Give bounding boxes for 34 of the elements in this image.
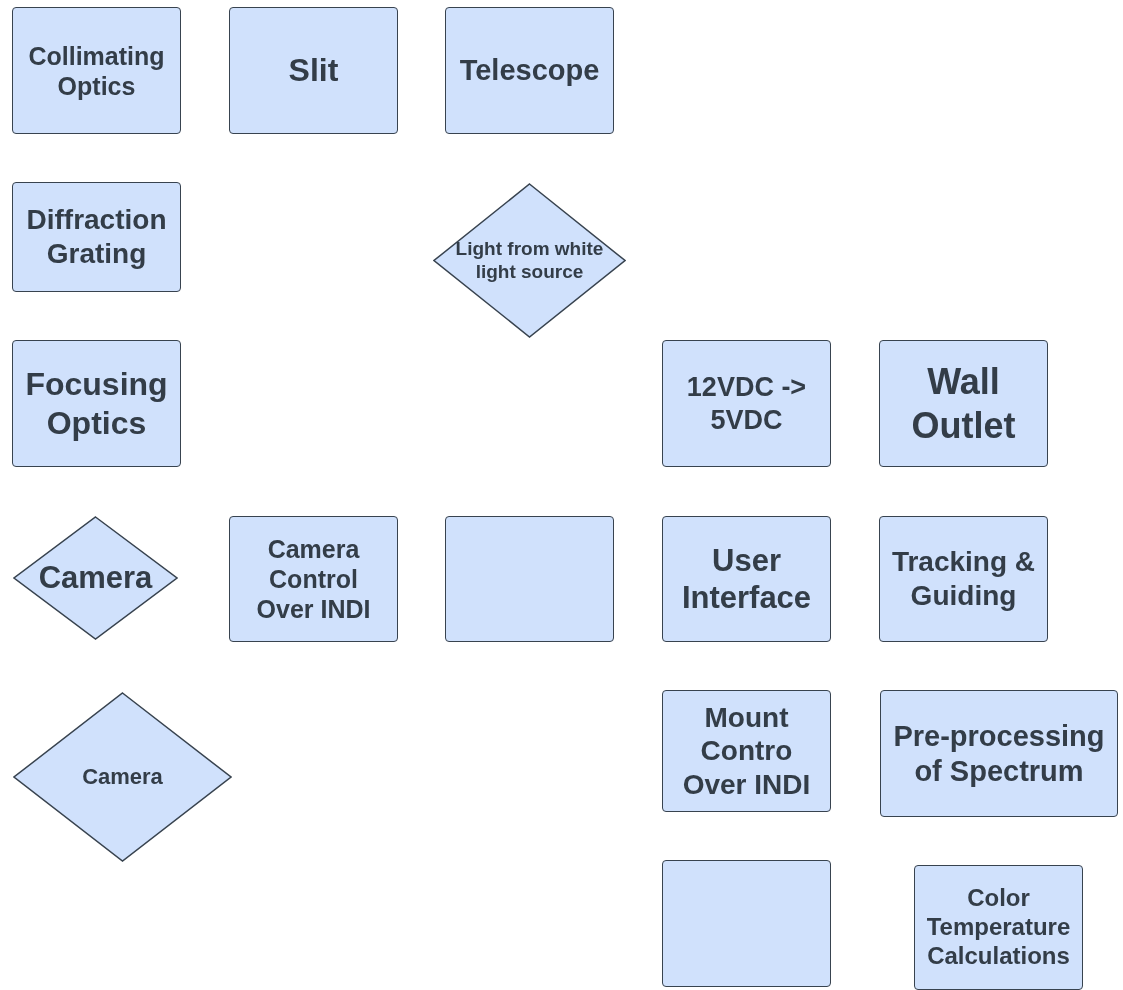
box-label: Tracking & Guiding (890, 545, 1037, 613)
decision-diamond (433, 183, 626, 338)
box-label: Diffraction Grating (25, 203, 168, 271)
process-box (12, 7, 181, 134)
box-label: Mount Contro Over INDI (681, 700, 812, 802)
box-label: Light from white light source (454, 237, 605, 284)
box-label: Slit (288, 51, 339, 90)
box-label: Camera Control Over INDI (255, 534, 372, 624)
box-label: Wall Outlet (910, 360, 1017, 447)
box-label: 12VDC -> 5VDC (685, 371, 808, 436)
process-box (12, 182, 181, 292)
process-box (879, 340, 1048, 467)
process-box (880, 690, 1118, 817)
process-box (879, 516, 1048, 642)
process-box (662, 690, 831, 812)
box-label: Pre-processing of Spectrum (892, 718, 1106, 789)
box-label: Telescope (459, 53, 600, 88)
process-box (914, 865, 1083, 990)
decision-diamond (13, 516, 178, 640)
process-box (445, 516, 614, 642)
process-box (662, 516, 831, 642)
process-box (12, 340, 181, 467)
process-box (662, 340, 831, 467)
process-box (229, 7, 398, 134)
box-label: Camera (38, 559, 153, 597)
decision-diamond (13, 692, 232, 862)
box-label: Camera (82, 763, 163, 791)
box-label: Focusing Optics (24, 365, 169, 442)
box-label: User Interface (680, 541, 813, 617)
box-label: Collimating Optics (27, 40, 166, 101)
process-box (662, 860, 831, 987)
process-box (445, 7, 614, 134)
box-label: Color Temperature Calculations (925, 884, 1072, 971)
process-box (229, 516, 398, 642)
